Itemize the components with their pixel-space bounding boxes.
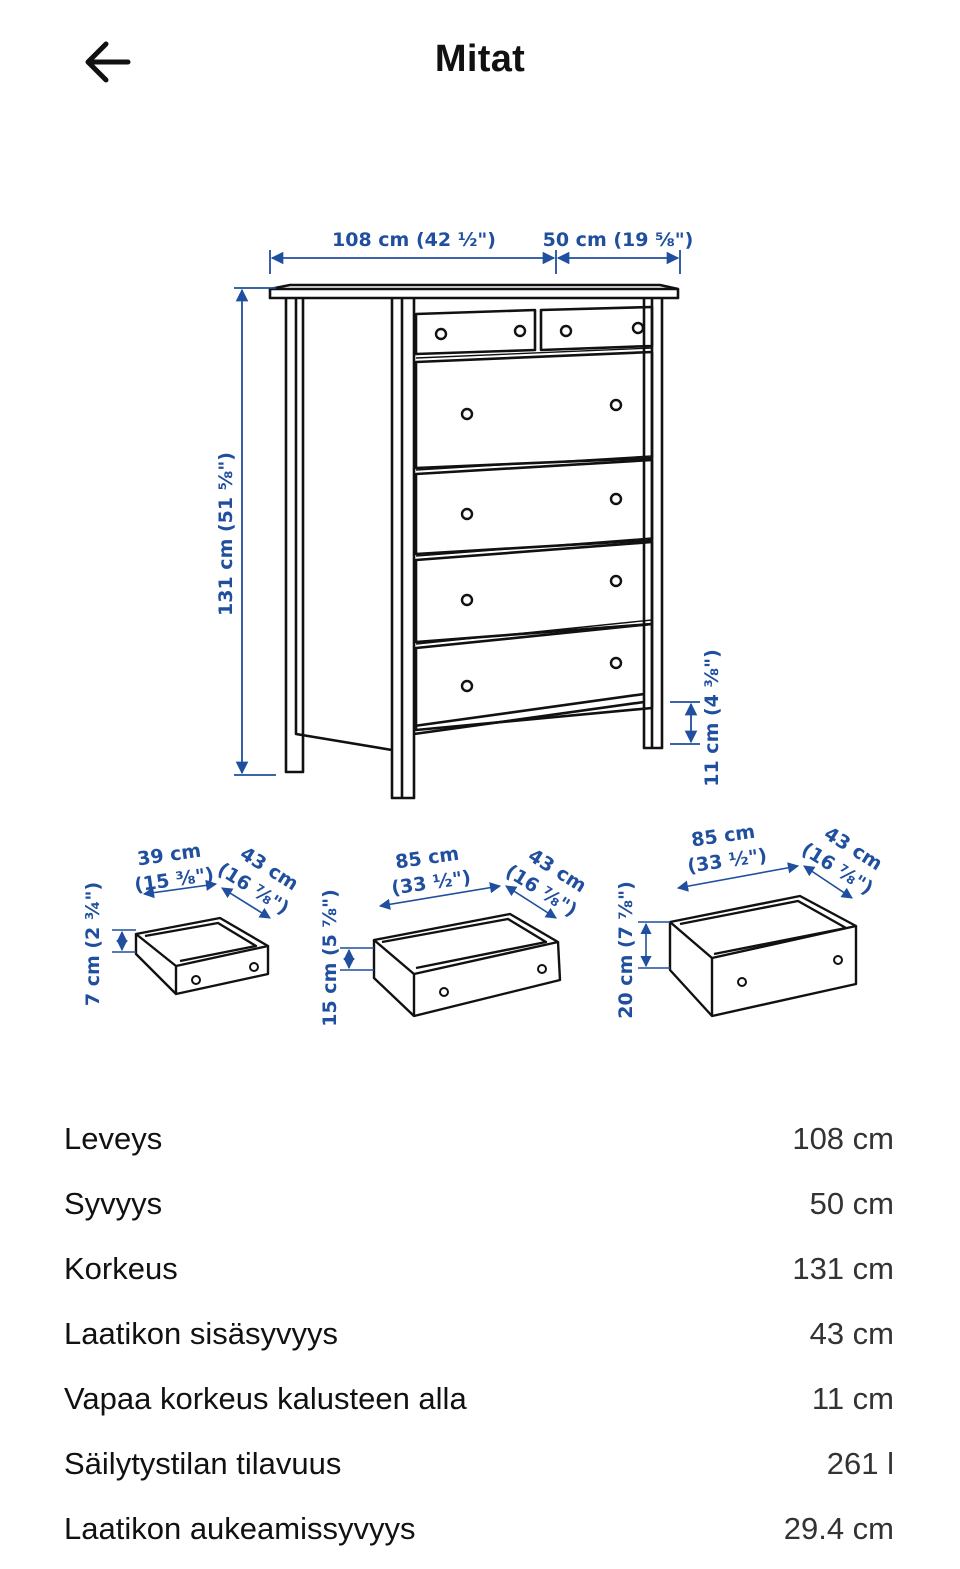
dimension-spec-list: Leveys 108 cm Syvyys 50 cm Korkeus 131 c… — [64, 1106, 894, 1561]
back-button[interactable] — [78, 36, 136, 88]
spec-label: Syvyys — [64, 1186, 163, 1221]
spec-row-height: Korkeus 131 cm — [64, 1236, 894, 1301]
spec-label: Laatikon sisäsyvyys — [64, 1316, 338, 1351]
spec-value: 43 cm — [809, 1316, 894, 1351]
drawer-1-height: 7 cm (2 ¾") — [82, 882, 104, 1006]
spec-row-clearance: Vapaa korkeus kalusteen alla 11 cm — [64, 1366, 894, 1431]
spec-label: Laatikon aukeamissyvyys — [64, 1511, 416, 1546]
spec-row-storage-volume: Säilytystilan tilavuus 261 l — [64, 1431, 894, 1496]
app-header: Mitat — [0, 0, 960, 122]
spec-row-width: Leveys 108 cm — [64, 1106, 894, 1171]
arrow-left-icon — [85, 41, 131, 83]
spec-row-drawer-opening-depth: Laatikon aukeamissyvyys 29.4 cm — [64, 1496, 894, 1561]
spec-value: 131 cm — [792, 1251, 894, 1286]
page-title: Mitat — [434, 38, 526, 80]
spec-value: 108 cm — [792, 1121, 894, 1156]
depth-dimension-label: 50 cm (19 ⅝") — [543, 229, 694, 251]
spec-label: Säilytystilan tilavuus — [64, 1446, 342, 1481]
spec-label: Vapaa korkeus kalusteen alla — [64, 1381, 467, 1416]
dimensions-diagram: 108 cm (42 ½") 50 cm (19 ⅝") 131 cm (51 … — [0, 122, 960, 1082]
spec-value: 29.4 cm — [783, 1511, 894, 1546]
spec-row-depth: Syvyys 50 cm — [64, 1171, 894, 1236]
height-dimension-label: 131 cm (51 ⅝") — [215, 452, 237, 616]
spec-value: 50 cm — [809, 1186, 894, 1221]
spec-value: 11 cm — [811, 1381, 894, 1416]
chest-of-drawers-drawing: 108 cm (42 ½") 50 cm (19 ⅝") 131 cm (51 … — [82, 229, 886, 1027]
spec-value: 261 l — [826, 1446, 894, 1481]
spec-label: Korkeus — [64, 1251, 178, 1286]
width-dimension-label: 108 cm (42 ½") — [332, 229, 496, 251]
drawer-2-height: 15 cm (5 ⅞") — [319, 889, 341, 1027]
spec-label: Leveys — [64, 1121, 163, 1156]
spec-row-drawer-inner-depth: Laatikon sisäsyvyys 43 cm — [64, 1301, 894, 1366]
drawer-3-height: 20 cm (7 ⅞") — [615, 881, 637, 1019]
clearance-dimension-label: 11 cm (4 ⅜") — [701, 649, 723, 787]
